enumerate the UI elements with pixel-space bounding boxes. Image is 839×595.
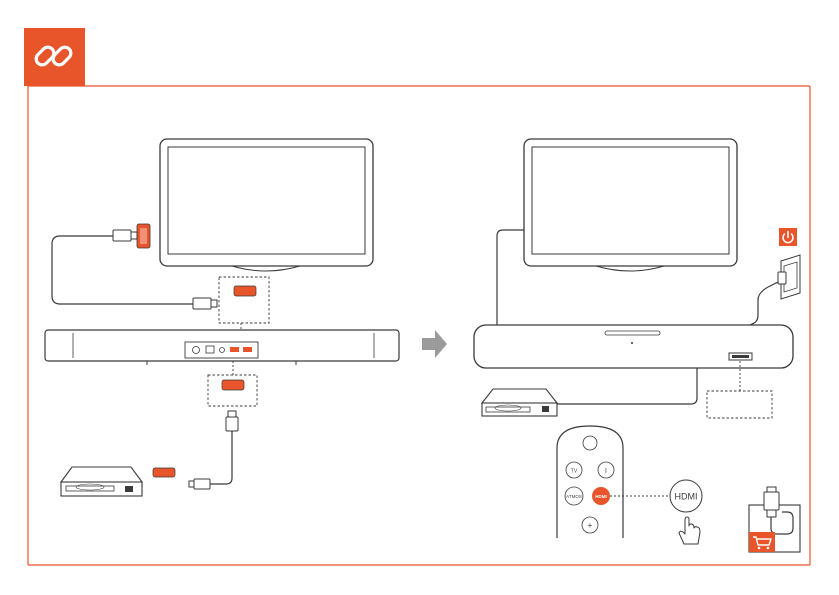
remote-tv-label: TV [571, 469, 578, 475]
remote-atmos-label: ATMOS [566, 494, 582, 499]
power-icon [779, 228, 797, 246]
hdmi-button-callout: HDMI [610, 480, 702, 512]
left-panel [45, 139, 399, 496]
hdmi-callout-label: HDMI [675, 492, 698, 502]
remote-control: TV ᛒ ATMOS HDMI + [557, 426, 623, 538]
power-outlet-icon [748, 255, 800, 326]
cart-icon [749, 532, 775, 552]
right-panel: TV ᛒ ATMOS HDMI + HDMI [474, 139, 800, 552]
pointing-hand-icon [679, 517, 700, 544]
hdmi-port-icon [153, 468, 175, 477]
hdmi-in-callout [208, 361, 257, 406]
arrow-right-icon [422, 330, 447, 358]
remote-plus-label: + [588, 521, 593, 530]
hdmi-cable-icon [497, 230, 524, 325]
remote-power-button[interactable] [583, 436, 597, 450]
bluray-player-icon [482, 389, 557, 416]
hdmi-port-icon [230, 347, 239, 352]
remote-hdmi-label: HDMI [595, 494, 607, 499]
hdmi-cable-icon [552, 368, 697, 404]
link-icon [24, 28, 85, 86]
hdmi-cable-icon [189, 411, 238, 489]
bluetooth-icon: ᛒ [604, 468, 608, 475]
bluray-player-icon [61, 467, 142, 496]
tv-icon [524, 139, 737, 271]
soundbar-icon [45, 330, 399, 365]
hdmi-port-icon [243, 347, 252, 352]
hdmi-port-icon [137, 224, 150, 248]
cart-icon-box [749, 487, 800, 552]
tv-icon [160, 139, 373, 271]
hdmi-port-callout [219, 277, 269, 332]
